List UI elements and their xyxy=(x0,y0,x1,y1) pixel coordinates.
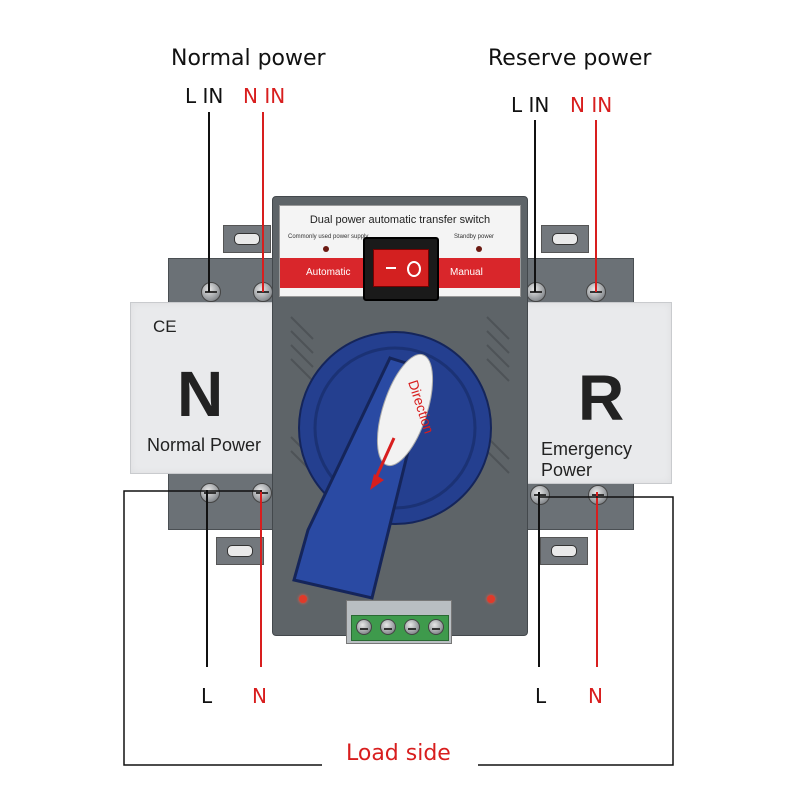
normal-l-out-label: L xyxy=(201,684,213,708)
mount-tab-top-right xyxy=(541,225,589,253)
terminal-screw-icon xyxy=(200,483,220,503)
reserve-n-in-label: N IN xyxy=(570,93,613,117)
normal-l-in-label: L IN xyxy=(185,84,224,108)
terminal-screw-icon xyxy=(428,619,444,635)
terminal-screw-icon xyxy=(201,282,221,302)
manual-label: Manual xyxy=(450,267,483,278)
ce-mark: CE xyxy=(153,317,177,336)
standby-led-icon xyxy=(476,246,482,252)
faceplate-title: Dual power automatic transfer switch xyxy=(309,214,491,226)
normal-n-out-label: N xyxy=(252,684,267,708)
terminal-screw-icon xyxy=(404,619,420,635)
mode-rocker-switch[interactable] xyxy=(363,237,439,301)
normal-power-panel: CE N Normal Power xyxy=(130,302,282,474)
standby-label: Standby power xyxy=(454,234,495,240)
terminal-screw-icon xyxy=(380,619,396,635)
terminal-screw-icon xyxy=(356,619,372,635)
normal-panel-caption: Normal Power xyxy=(147,435,262,455)
bottom-left-led-icon xyxy=(299,595,307,603)
rocker-circle-icon xyxy=(407,261,421,277)
reserve-l-in-label: L IN xyxy=(511,93,550,117)
emergency-power-panel: R Emergency Power xyxy=(522,302,672,484)
load-side-label: Load side xyxy=(346,741,451,766)
mount-tab-bottom-right xyxy=(540,537,588,565)
rocker-dash-icon xyxy=(386,267,396,269)
emergency-panel-letter: R xyxy=(578,362,625,434)
rotary-handle[interactable]: Direction xyxy=(280,330,520,630)
mount-tab-bottom-left xyxy=(216,537,264,565)
reserve-l-out-label: L xyxy=(535,684,547,708)
normal-power-label: Normal power xyxy=(171,46,326,71)
normal-n-in-label: N IN xyxy=(243,84,286,108)
normal-panel-letter: N xyxy=(177,358,224,430)
emergency-panel-caption: Emergency Power xyxy=(541,439,633,480)
commonly-used-label: Commonly used power supply xyxy=(288,234,369,240)
load-bracket-right xyxy=(478,496,674,766)
common-supply-led-icon xyxy=(323,246,329,252)
reserve-n-out-label: N xyxy=(588,684,603,708)
load-bracket-left xyxy=(123,490,322,766)
direction-label-plate xyxy=(376,353,434,467)
bottom-right-led-icon xyxy=(487,595,495,603)
control-terminal-block xyxy=(346,600,452,644)
direction-arrow-icon xyxy=(373,437,396,481)
reserve-power-label: Reserve power xyxy=(488,46,652,71)
automatic-label: Automatic xyxy=(306,267,351,278)
